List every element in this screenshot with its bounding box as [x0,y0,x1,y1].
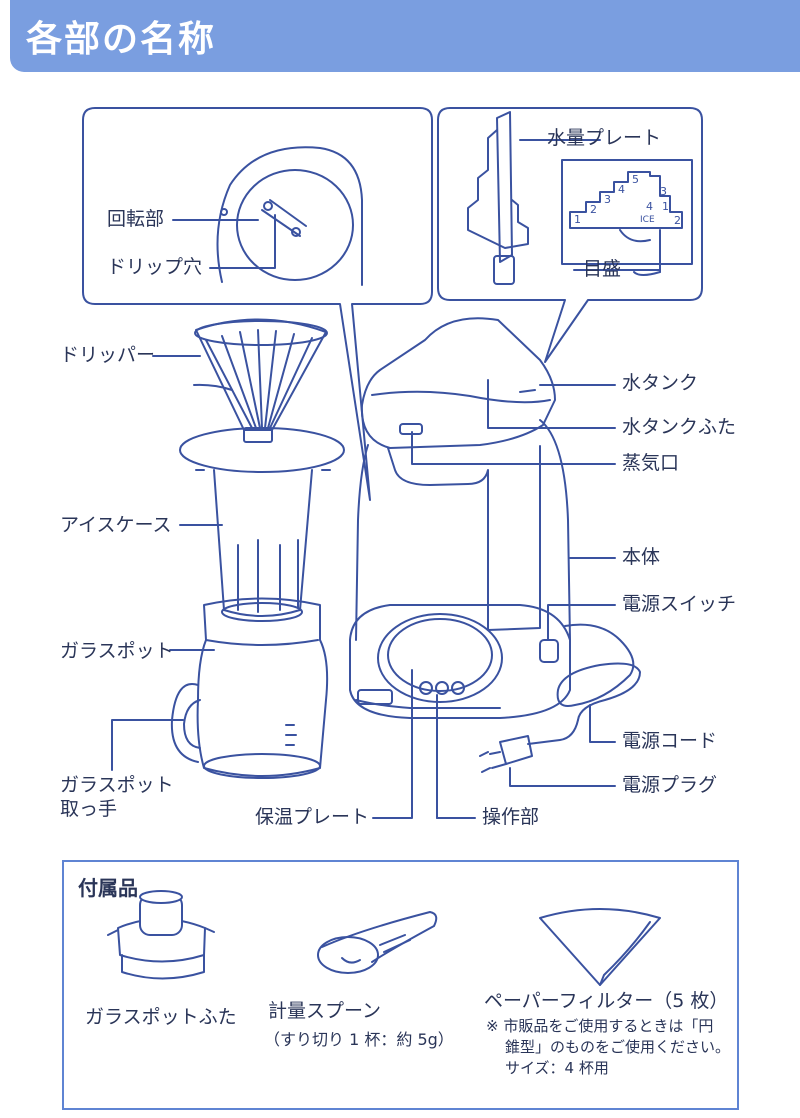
plate-mark-4: 4 [618,183,625,196]
label-control-panel: 操作部 [482,806,540,828]
callout-dripper-detail [82,107,433,501]
plate-mark-ice: ICE [640,215,655,225]
label-ice-case: アイスケース [60,514,172,536]
filter-note-2: 錐型」のものをご使用ください。 [505,1038,731,1056]
accessory-pot-lid: ガラスポットふた [85,1006,237,1028]
label-dripper: ドリッパー [60,344,156,366]
plate-mark-1: 1 [574,213,581,226]
accessory-spoon-note: （すり切り 1 杯：約 5g） [264,1030,454,1049]
label-water-plate: 水量プレート [547,127,662,149]
accessory-spoon: 計量スプーン [268,1000,382,1022]
label-steam-vent: 蒸気口 [622,452,680,474]
label-water-tank: 水タンク [622,372,699,394]
plate-mark-b2: 2 [674,214,681,227]
label-pot-handle-1: ガラスポット [60,774,174,796]
plate-mark-2: 2 [590,203,597,216]
label-water-tank-lid: 水タンクふた [622,416,737,438]
filter-note-1: ※ 市販品をご使用するときは「円 [486,1017,714,1035]
plate-mark-b1: 1 [662,200,669,213]
label-pot-handle-2: 取っ手 [60,798,118,820]
label-memori: 目盛 [583,258,622,280]
plate-mark-b4: 4 [646,200,653,213]
plate-mark-b3: 3 [660,185,667,198]
label-power-plug: 電源プラグ [622,774,718,796]
label-power-switch: 電源スイッチ [622,593,737,615]
label-warming-plate: 保温プレート [255,806,370,828]
label-kaitenbu: 回転部 [107,208,165,230]
plate-mark-3: 3 [604,193,611,206]
header-bar [10,0,800,72]
label-drip-hole: ドリップ穴 [107,256,203,278]
filter-note-3: サイズ：4 杯用 [505,1059,609,1077]
accessory-paper-filter: ペーパーフィルター（5 枚） [484,990,729,1012]
label-power-cord: 電源コード [622,730,718,752]
plate-mark-5: 5 [632,173,639,186]
callout-plate-detail [437,107,703,363]
label-body: 本体 [622,546,661,568]
accessories-title: 付属品 [78,876,138,900]
label-glass-pot: ガラスポット [60,640,174,662]
page-title: 各部の名称 [26,19,217,60]
